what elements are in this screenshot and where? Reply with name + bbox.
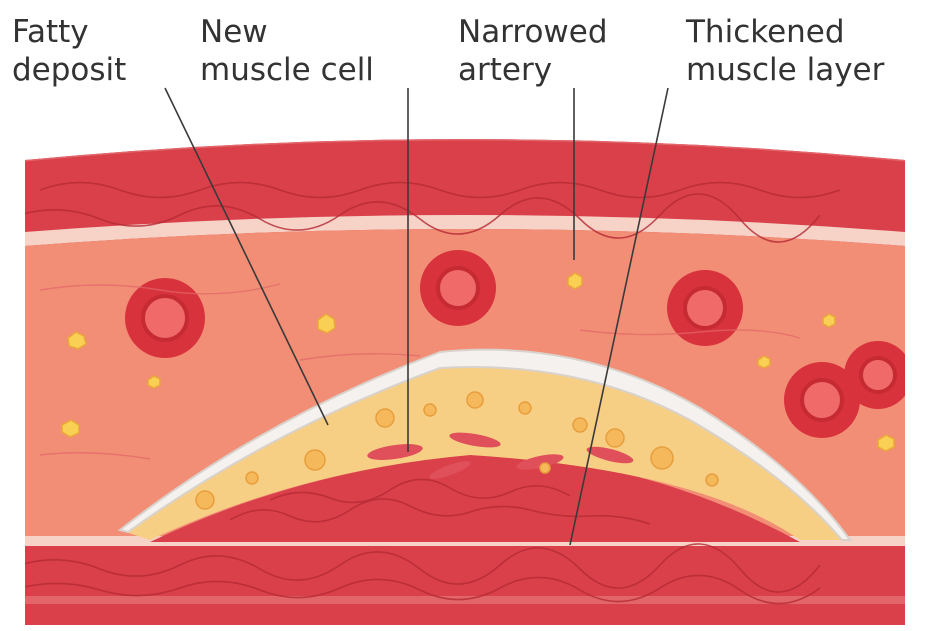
label-narrowed-artery: Narrowed artery bbox=[458, 14, 617, 88]
bottom-muscle-wall bbox=[0, 538, 930, 631]
label-new-muscle-cell: New muscle cell bbox=[200, 14, 374, 88]
label-fatty-deposit: Fatty deposit bbox=[12, 14, 126, 88]
label-thickened-muscle-layer: Thickened muscle layer bbox=[685, 14, 885, 88]
artery-cross-section bbox=[0, 110, 930, 631]
